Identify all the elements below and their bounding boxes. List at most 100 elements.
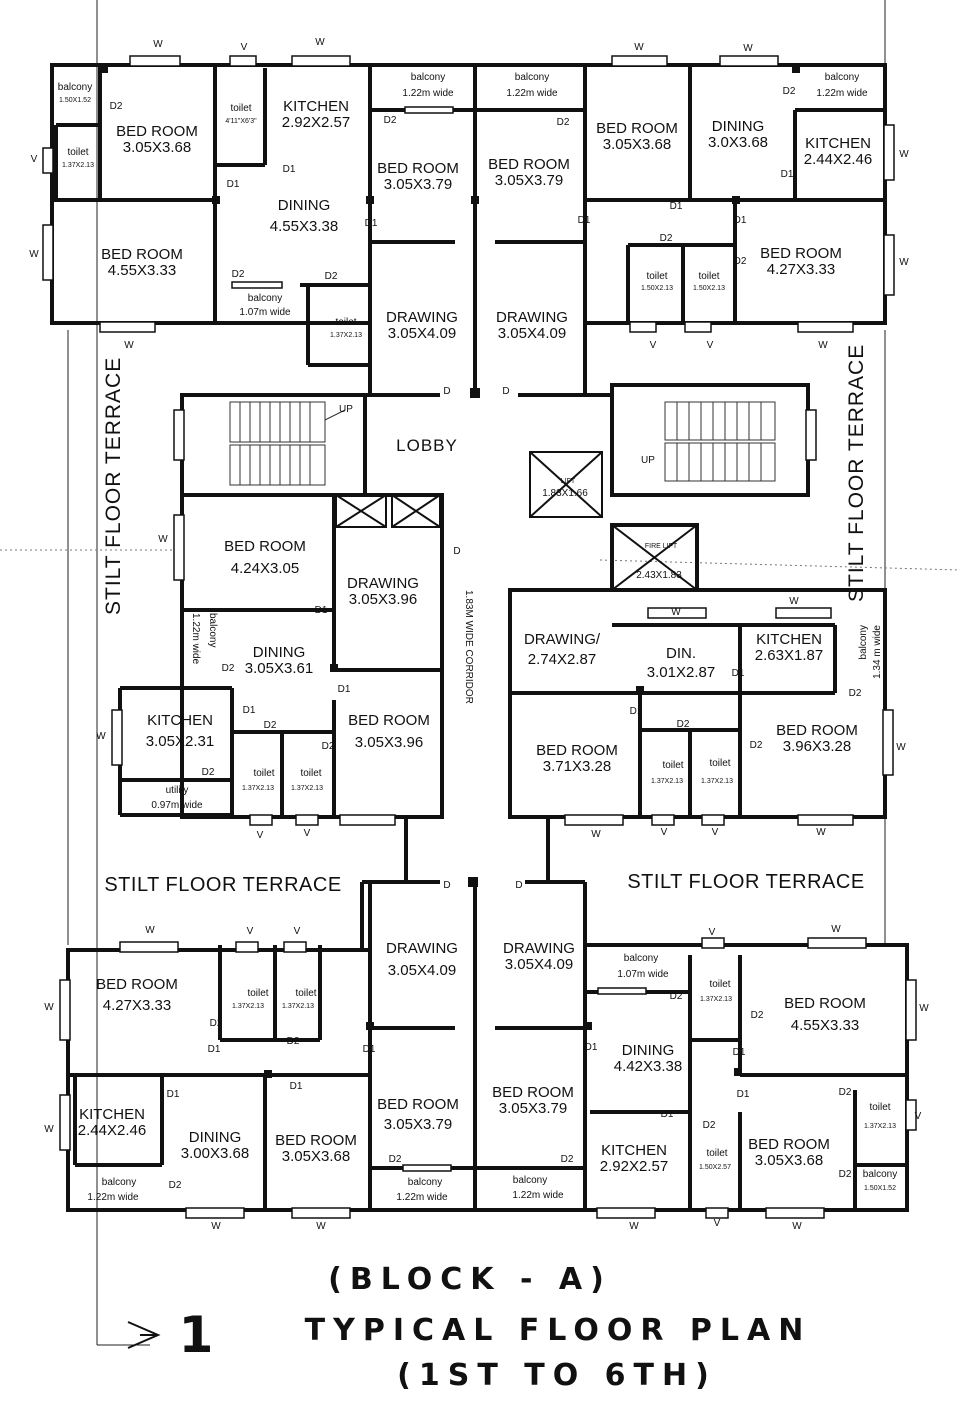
terrace-label-mid-left: STILT FLOOR TERRACE — [104, 874, 342, 896]
balcony-label: balcony — [862, 1169, 898, 1180]
vent-mark: V — [914, 1111, 922, 1122]
floors-subtitle: (1ST TO 6TH) — [397, 1358, 717, 1393]
door-mark: D1 — [629, 706, 643, 717]
toilet-label: toilet — [335, 317, 357, 328]
balcony-label: balcony — [247, 293, 283, 304]
door-mark: D2 — [388, 1154, 402, 1165]
door-mark: D1 — [584, 1042, 598, 1053]
balcony-width: 1.22m wide — [87, 1192, 139, 1203]
window-mark: W — [211, 1221, 221, 1232]
door-mark: D2 — [383, 115, 397, 126]
window-mark: W — [816, 827, 826, 838]
door-mark: D2 — [659, 233, 673, 244]
toilet-size: 1.37X2.13 — [651, 778, 683, 785]
door-mark: D1 — [736, 1089, 750, 1100]
window-mark: W — [792, 1221, 802, 1232]
door-mark: D1 — [226, 179, 240, 190]
door-mark: D2 — [782, 86, 796, 97]
window-mark: W — [896, 742, 906, 753]
window-mark: W — [831, 924, 841, 935]
balcony-label: balcony — [101, 1177, 137, 1188]
door-mark: D — [502, 386, 510, 397]
door-mark: D1 — [282, 164, 296, 175]
block-title: (BLOCK - A) — [328, 1262, 612, 1297]
door-mark: D2 — [324, 271, 338, 282]
window-mark: W — [899, 257, 909, 268]
terrace-label-left: STILT FLOOR TERRACE — [102, 356, 125, 615]
door-mark: D1 — [362, 1044, 376, 1055]
balcony-label: balcony — [858, 625, 869, 660]
toilet-size: 1.37X2.13 — [232, 1003, 264, 1010]
window-mark: W — [629, 1221, 639, 1232]
window-mark: W — [671, 607, 681, 618]
vent-mark: V — [713, 1218, 721, 1229]
toilet-size: 1.37X2.13 — [700, 996, 732, 1003]
door-mark: D2 — [168, 1180, 182, 1191]
stair-up-label: UP — [641, 455, 655, 466]
door-mark: D2 — [669, 991, 683, 1002]
toilet-label: toilet — [247, 988, 269, 999]
fire-lift-label: FIRE LIFT — [644, 543, 678, 550]
lobby-label: LOBBY — [396, 436, 458, 455]
balcony-width: 1.22m wide — [816, 88, 868, 99]
window-mark: W — [29, 249, 39, 260]
balcony-width: 1.22m wide — [402, 88, 454, 99]
toilet-size: 1.50X2.57 — [699, 1164, 731, 1171]
balcony-label: balcony — [57, 82, 93, 93]
door-mark: D1 — [314, 605, 328, 616]
vent-mark: V — [649, 340, 657, 351]
balcony-width: 1.34 m wide — [872, 625, 883, 679]
balcony-label: balcony — [623, 953, 659, 964]
door-mark: D2 — [733, 256, 747, 267]
balcony-label: balcony — [410, 72, 446, 83]
room-dining: DIN.3.01X2.87 — [646, 645, 716, 681]
toilet-size: 1.37X2.13 — [291, 785, 323, 792]
walls — [50, 63, 909, 1212]
door-mark: D1 — [577, 215, 591, 226]
door-mark: D1 — [660, 1109, 674, 1120]
door-mark: D2 — [702, 1120, 716, 1131]
door-mark: D1 — [242, 705, 256, 716]
lift-size: 1.83X1.66 — [542, 488, 588, 499]
terrace-dotted-line — [0, 549, 960, 571]
door-mark: D — [443, 386, 451, 397]
toilet-label: toilet — [706, 1148, 728, 1159]
window-mark: W — [634, 42, 644, 53]
balcony-label: balcony — [207, 613, 218, 648]
door-mark: D2 — [556, 117, 570, 128]
door-mark: D2 — [263, 720, 277, 731]
toilet-label: toilet — [662, 760, 684, 771]
balcony-label: balcony — [407, 1177, 443, 1188]
window-symbols — [42, 55, 917, 1219]
balcony-width: 1.07m wide — [239, 307, 291, 318]
toilet-size: 1.37X2.13 — [62, 162, 94, 169]
toilet-size: 1.37X2.13 — [864, 1123, 896, 1130]
toilet-label: toilet — [869, 1102, 891, 1113]
vent-mark: V — [708, 927, 716, 938]
balcony-width: 1.07m wide — [617, 969, 669, 980]
vent-mark: V — [240, 42, 248, 53]
toilet-size: 1.50X2.13 — [693, 285, 725, 292]
plan-number: 1 — [178, 1306, 214, 1364]
door-mark: D2 — [209, 1018, 223, 1029]
door-mark: D1 — [364, 218, 378, 229]
balcony-width: 1.22m wide — [190, 613, 201, 665]
window-mark: W — [96, 731, 106, 742]
window-mark: W — [899, 149, 909, 160]
